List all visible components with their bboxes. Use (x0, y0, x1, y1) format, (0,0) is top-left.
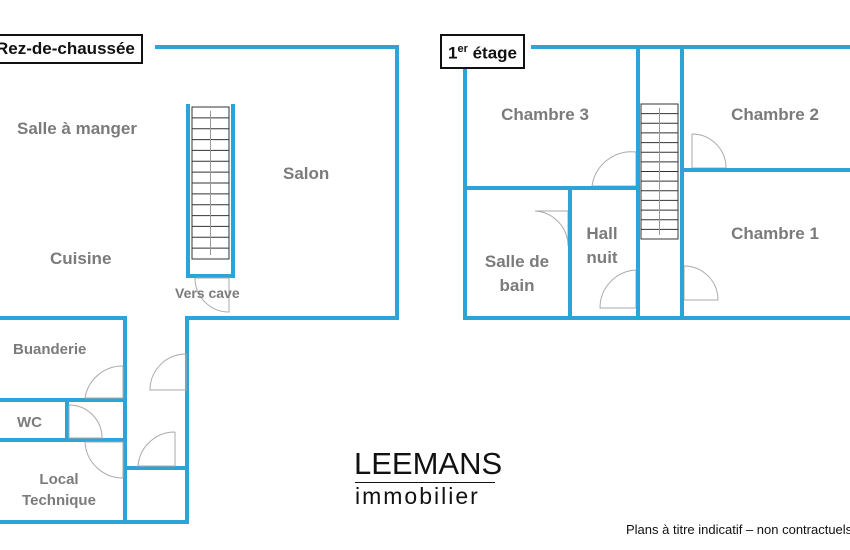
room-salle-a-manger: Salle à manger (17, 119, 137, 138)
first-floor-title: 1er étage (440, 34, 526, 69)
first-floor-stair (640, 103, 679, 240)
doors (68, 133, 727, 479)
room-hall-line1: Hall (586, 224, 617, 243)
room-sdb-line2: bain (500, 276, 535, 295)
ground-floor-walls (0, 45, 399, 524)
room-sdb-line1: Salle de (485, 252, 549, 271)
room-wc: WC (17, 414, 42, 431)
logo-immobilier: immobilier (355, 483, 480, 509)
logo-leemans: LEEMANS (354, 446, 503, 481)
first-floor-title-rest: étage (467, 43, 518, 63)
room-cuisine: Cuisine (50, 249, 111, 268)
first-floor-title-number: 1 (448, 43, 458, 63)
room-chambre-3: Chambre 3 (501, 105, 589, 124)
vers-cave-label: Vers cave (175, 285, 240, 301)
room-buanderie: Buanderie (13, 341, 86, 358)
ground-floor-title: Rez-de-chaussée (0, 34, 143, 64)
room-local-line1: Local (39, 471, 78, 488)
ground-floor-stair (191, 106, 230, 260)
first-floor-title-sup: er (457, 43, 468, 55)
disclaimer: Plans à titre indicatif – non contractue… (626, 522, 850, 537)
room-salon: Salon (283, 164, 329, 183)
first-floor-walls (463, 45, 850, 320)
logo-divider (355, 482, 495, 483)
room-local-line2: Technique (22, 492, 96, 509)
room-chambre-1: Chambre 1 (731, 224, 819, 243)
room-hall-line2: nuit (586, 248, 617, 267)
room-chambre-2: Chambre 2 (731, 105, 819, 124)
